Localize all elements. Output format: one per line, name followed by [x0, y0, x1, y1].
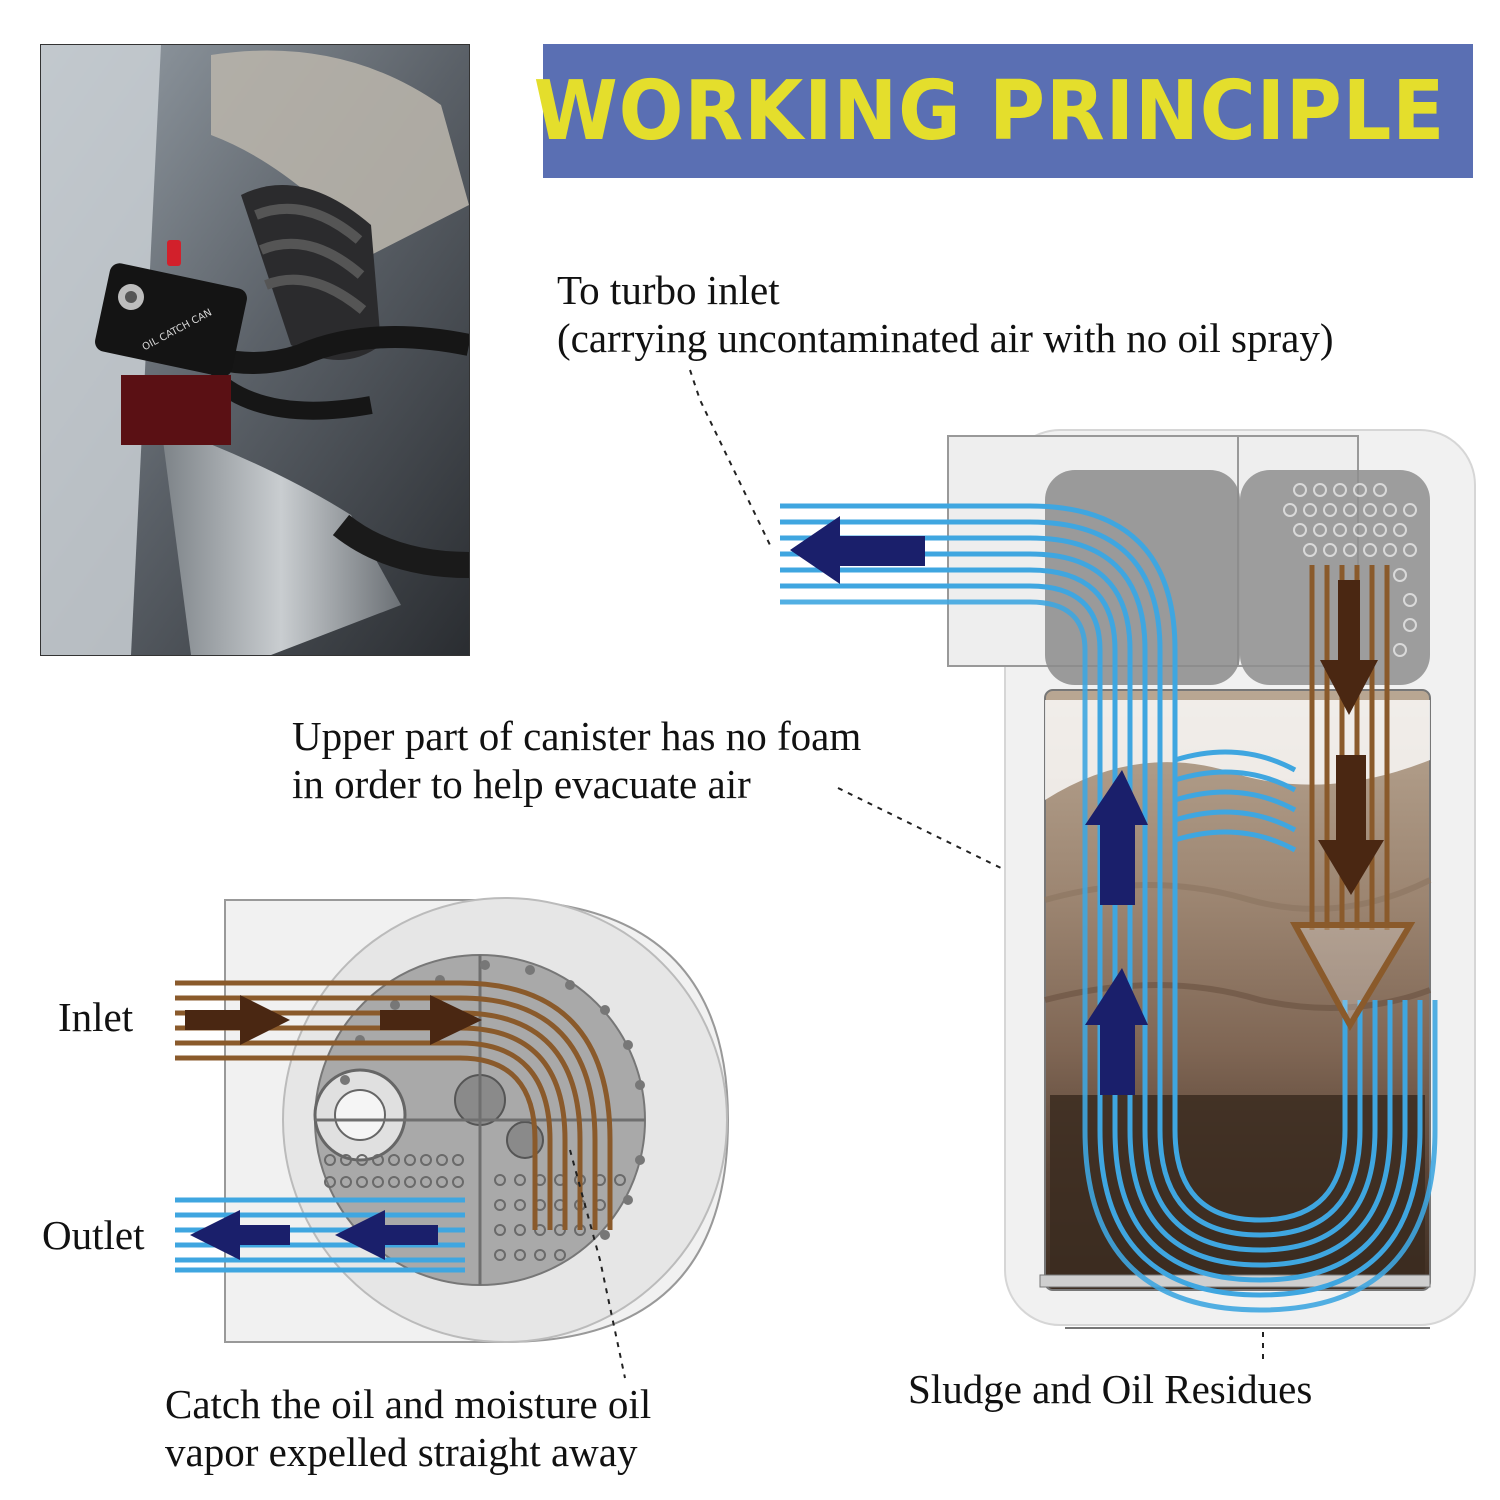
- turbo-inlet-label: To turbo inlet: [557, 267, 780, 313]
- down-arrow-icon: [1318, 755, 1384, 895]
- perforation-holes: [324, 1154, 626, 1261]
- inlet-arrows: [185, 995, 482, 1045]
- air-flow-lines: [780, 503, 1438, 1313]
- down-arrow-icon: [1320, 580, 1378, 715]
- sludge-label: Sludge and Oil Residues: [908, 1366, 1313, 1412]
- left-arrow-icon: [790, 516, 925, 584]
- right-arrow-icon: [185, 995, 290, 1045]
- upper-part-label-line1: Upper part of canister has no foam: [292, 713, 862, 759]
- outlet-label: Outlet: [42, 1212, 145, 1258]
- up-arrow-icon: [1085, 968, 1148, 1095]
- catch-leader-line: [569, 1149, 626, 1379]
- rim-dots: [340, 960, 645, 1240]
- left-arrow-icon: [335, 1210, 438, 1260]
- inlet-label: Inlet: [58, 994, 134, 1040]
- air-direction-arrows: [790, 516, 1148, 1095]
- up-arrow-icon: [1085, 770, 1148, 905]
- turbo-leader-line: [689, 369, 771, 546]
- upper-part-leader-line: [837, 787, 1006, 871]
- canister-side-view: [689, 369, 1476, 1365]
- filter-holes: [1283, 483, 1417, 657]
- oil-direction-arrows: [1318, 580, 1384, 895]
- catch-oil-label-line1: Catch the oil and moisture oil: [165, 1381, 652, 1427]
- turbo-inlet-note: (carrying uncontaminated air with no oil…: [557, 315, 1334, 361]
- canister-top-view: [175, 897, 730, 1379]
- left-arrow-icon: [190, 1210, 290, 1260]
- engine-bay-photo: OIL CATCH CAN: [40, 44, 470, 656]
- right-arrow-icon: [380, 995, 482, 1045]
- upper-part-label-line2: in order to help evacuate air: [292, 761, 751, 807]
- title-banner: WORKING PRINCIPLE: [533, 44, 1473, 178]
- engine-bay-illustration: OIL CATCH CAN: [41, 45, 469, 655]
- inlet-flow-lines: [175, 980, 613, 1230]
- page-title: WORKING PRINCIPLE: [533, 63, 1445, 159]
- catch-oil-label-line2: vapor expelled straight away: [165, 1429, 638, 1475]
- outlet-arrows: [190, 1210, 438, 1260]
